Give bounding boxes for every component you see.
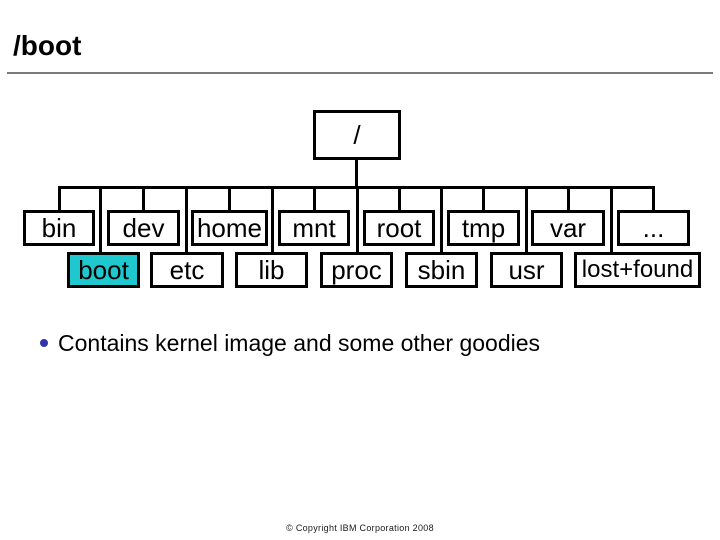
page-title: /boot	[13, 30, 82, 61]
bullet-icon	[40, 339, 48, 347]
tree-node-sbin: sbin	[405, 252, 478, 288]
tree-branch-line	[567, 186, 570, 213]
tree-branch-line	[652, 186, 655, 213]
tree-node-usr: usr	[490, 252, 563, 288]
tree-node-home: home	[191, 210, 268, 246]
tree-node-lost-found: lost+found	[574, 252, 701, 288]
tree-node-proc: proc	[320, 252, 393, 288]
tree-node-boot-highlighted: boot	[67, 252, 140, 288]
tree-trunk-line	[355, 157, 358, 188]
bullet-item: Contains kernel image and some other goo…	[40, 330, 540, 357]
tree-branch-line	[228, 186, 231, 213]
tree-node-dev: dev	[107, 210, 180, 246]
tree-node-mnt: mnt	[278, 210, 350, 246]
tree-branch-line	[313, 186, 316, 213]
title-divider	[7, 72, 713, 74]
tree-branch-line	[610, 186, 613, 255]
copyright-text: © Copyright IBM Corporation 2008	[286, 523, 434, 533]
tree-node-ellipsis: ...	[617, 210, 690, 246]
tree-branch-line	[185, 186, 188, 255]
tree-node-root-slash: /	[313, 110, 401, 160]
tree-node-var: var	[531, 210, 605, 246]
tree-branch-line	[482, 186, 485, 213]
tree-branch-line	[398, 186, 401, 213]
tree-node-etc: etc	[150, 252, 224, 288]
tree-branch-line	[440, 186, 443, 255]
bullet-text: Contains kernel image and some other goo…	[58, 330, 541, 356]
tree-branch-line	[525, 186, 528, 255]
tree-node-lib: lib	[235, 252, 308, 288]
tree-branch-line	[58, 186, 61, 213]
tree-node-tmp: tmp	[447, 210, 520, 246]
tree-node-root: root	[363, 210, 435, 246]
tree-branch-line	[142, 186, 145, 213]
tree-branch-line	[271, 186, 274, 255]
tree-branch-line	[356, 186, 359, 255]
tree-branch-line	[99, 186, 102, 255]
tree-node-bin: bin	[23, 210, 95, 246]
